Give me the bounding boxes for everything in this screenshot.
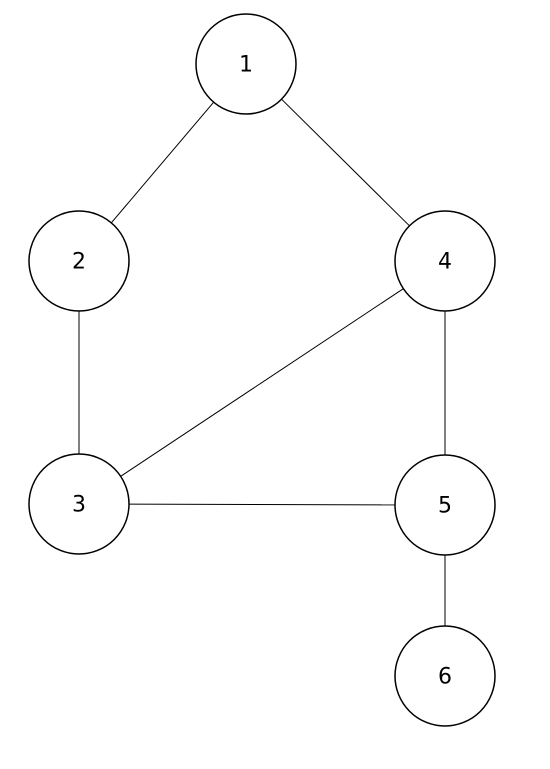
node-circle: [28, 453, 130, 555]
edge-1-2: [110, 101, 215, 224]
node-label: 6: [438, 665, 452, 690]
node-3: 3: [28, 453, 130, 555]
node-label: 1: [239, 53, 253, 78]
edges-layer: [78, 98, 446, 626]
node-5: 5: [394, 454, 496, 556]
node-label: 5: [438, 494, 452, 519]
node-label: 2: [72, 250, 86, 275]
edge-3-5: [128, 503, 396, 506]
node-4: 4: [394, 210, 496, 312]
node-circle: [195, 13, 297, 115]
node-circle: [394, 210, 496, 312]
node-6: 6: [394, 625, 496, 727]
node-circle: [394, 625, 496, 727]
edge-4-3: [120, 288, 404, 477]
node-circle: [394, 454, 496, 556]
node-1: 1: [195, 13, 297, 115]
nodes-layer: 1 2 3 4 5 6: [28, 13, 496, 727]
node-circle: [28, 210, 130, 312]
edge-1-4: [281, 98, 410, 227]
node-label: 3: [72, 493, 86, 518]
node-2: 2: [28, 210, 130, 312]
node-label: 4: [438, 250, 452, 275]
